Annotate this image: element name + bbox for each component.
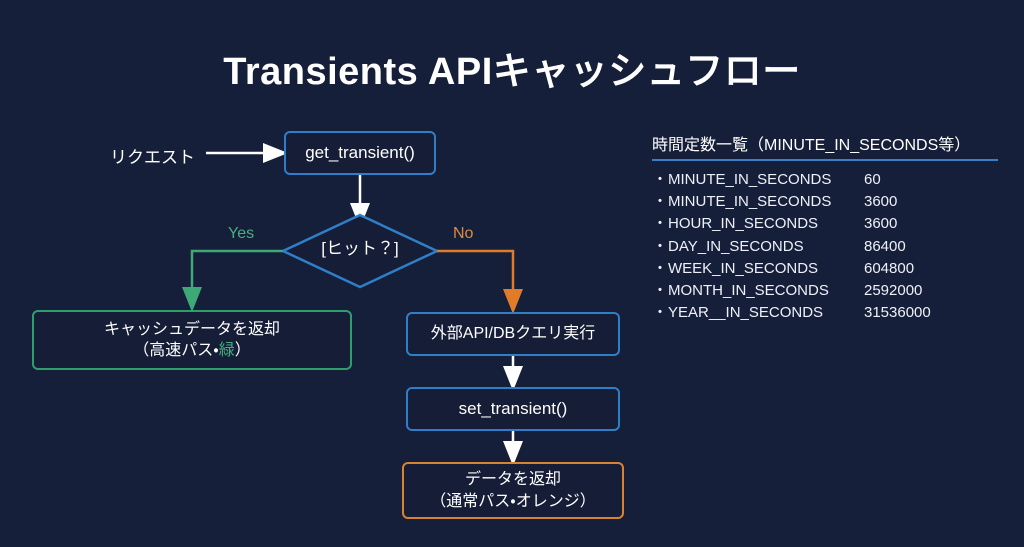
node-data-return[interactable]: データを返却 （通常パス・オレンジ） [402, 462, 624, 519]
legend-constant-name: HOUR_IN_SECONDS [668, 215, 819, 233]
legend-bullet-icon: ・ [652, 259, 668, 277]
legend-row: ・MINUTE_IN_SECONDS 3600 [652, 191, 998, 213]
legend-bullet-icon: ・ [652, 193, 668, 211]
legend-bullet-icon: ・ [652, 237, 668, 255]
branch-label-no: No [453, 225, 474, 242]
node-data-return-line2: （通常パス・オレンジ） [430, 492, 596, 510]
node-get-transient-label: get_transient() [305, 142, 415, 162]
legend-row: ・HOUR_IN_SECONDS 3600 [652, 213, 998, 235]
legend-constant-name: MINUTE_IN_SECONDS [668, 171, 832, 188]
node-set-transient-label: set_transient() [458, 398, 568, 418]
legend-bullet-icon: ・ [652, 281, 668, 299]
node-data-return-line1: データを返却 [464, 471, 561, 489]
legend-constant-value: 2592000 [864, 281, 923, 299]
legend-constant-value: 86400 [864, 237, 906, 255]
legend-constant-name: MONTH_IN_SECONDS [668, 281, 829, 299]
legend-constant-value: 3600 [864, 215, 898, 233]
legend-row: ・MONTH_IN_SECONDS 2592000 [652, 280, 998, 302]
legend-constant-value: 604800 [864, 259, 915, 277]
legend-constant-value: 3600 [864, 193, 898, 211]
decision-label: [ヒット？] [321, 239, 399, 258]
cache-return-accent: 緑 [218, 342, 235, 359]
node-cache-return-line1: キャッシュデータを返却 [103, 320, 280, 338]
decision-diamond [280, 213, 440, 289]
time-constants-legend: 時間定数一覧（MINUTE_IN_SECONDS等） ・MINUTE_IN_SE… [652, 131, 998, 324]
legend-bullet-icon: ・ [652, 171, 668, 188]
branch-label-yes: Yes [228, 225, 255, 242]
node-cache-return[interactable]: キャッシュデータを返却 （高速パス・緑） [32, 310, 352, 370]
node-external-query[interactable]: 外部API/DBクエリ実行 [406, 312, 620, 356]
label-request: リクエスト [110, 148, 195, 167]
legend-constant-name: YEAR__IN_SECONDS [668, 304, 824, 322]
legend-constant-value: 31536000 [864, 304, 931, 322]
legend-title: 時間定数一覧（MINUTE_IN_SECONDS等） [652, 131, 998, 161]
legend-row: ・YEAR__IN_SECONDS 31536000 [652, 302, 998, 324]
node-set-transient[interactable]: set_transient() [406, 387, 620, 431]
legend-bullet-icon: ・ [652, 304, 668, 322]
node-get-transient[interactable]: get_transient() [284, 131, 436, 175]
cache-return-suffix: ） [234, 342, 251, 359]
legend-row: ・MINUTE_IN_SECONDS 60 [652, 169, 998, 191]
arrow-yes-branch [182, 249, 283, 313]
legend-constant-value: 60 [864, 171, 881, 188]
cache-return-prefix: （高速パス・ [133, 342, 219, 359]
legend-bullet-icon: ・ [652, 215, 668, 233]
legend-constant-name: WEEK_IN_SECONDS [668, 259, 819, 277]
legend-row: ・WEEK_IN_SECONDS 604800 [652, 258, 998, 280]
legend-constant-name: DAY_IN_SECONDS [668, 237, 804, 255]
page-title: Transients APIキャッシュフロー [223, 51, 801, 93]
node-external-query-label: 外部API/DBクエリ実行 [430, 325, 596, 343]
legend-constant-name: MINUTE_IN_SECONDS [668, 193, 832, 211]
arrow-no-branch [437, 249, 523, 315]
node-cache-return-line2: （高速パス・緑） [133, 340, 250, 361]
legend-row: ・DAY_IN_SECONDS 86400 [652, 236, 998, 258]
